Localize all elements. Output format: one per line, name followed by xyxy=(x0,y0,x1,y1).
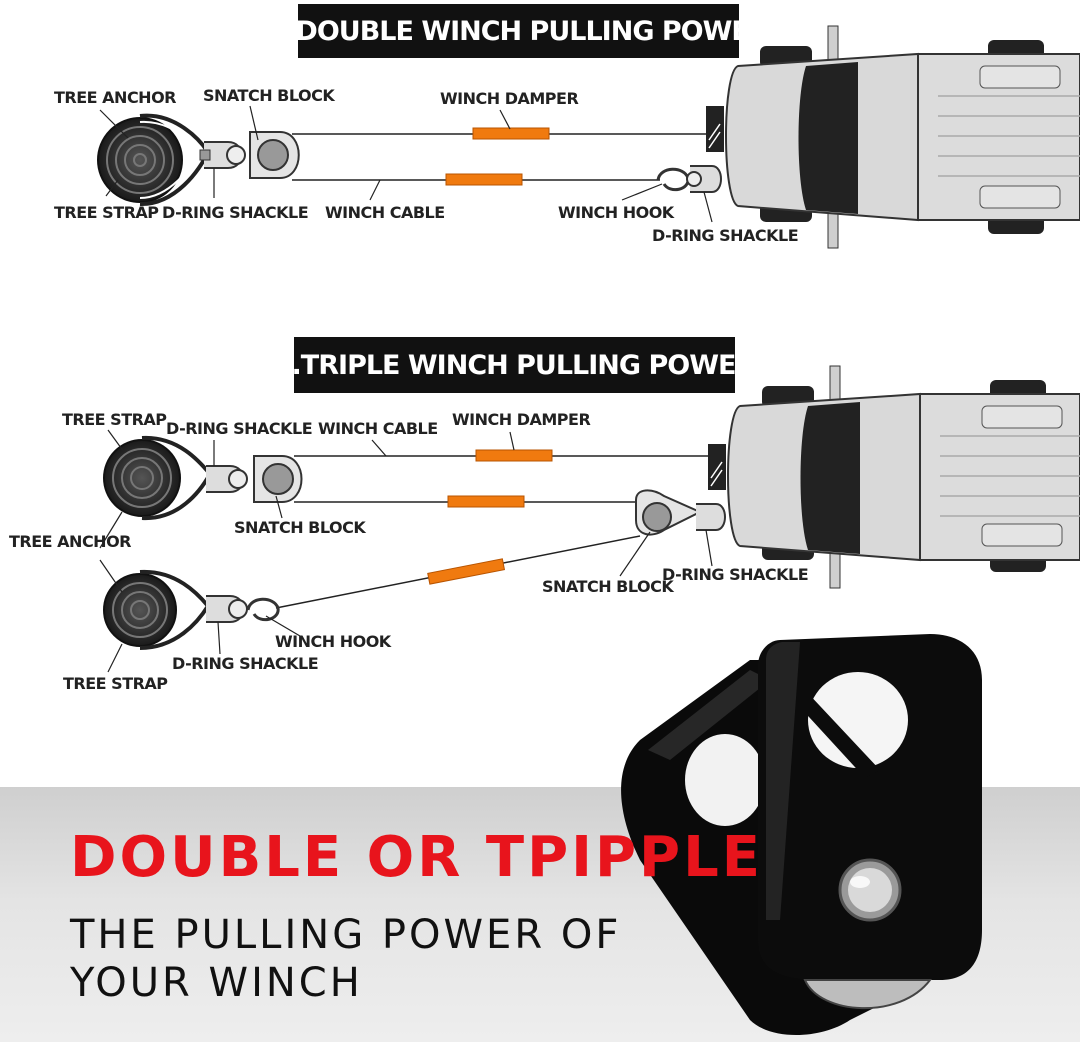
headline: DOUBLE OR TPIPPLE xyxy=(70,825,764,890)
truck-1 xyxy=(706,25,1080,249)
snatch-block-2-truck xyxy=(635,489,703,536)
leader-lines-2 xyxy=(99,429,713,673)
label-winch-damper-1: WINCH DAMPER xyxy=(440,89,579,108)
label-snatch-block-2-top: SNATCH BLOCK xyxy=(234,518,366,537)
tree-anchor-2-top xyxy=(103,439,181,517)
snatch-block-product-image xyxy=(621,634,982,1035)
tree-anchor-2-bottom xyxy=(103,573,177,647)
subheadline-line-1: THE PULLING POWER OF xyxy=(70,912,622,958)
label-winch-cable-2: WINCH CABLE xyxy=(318,419,438,438)
truck-2 xyxy=(708,365,1080,589)
tree-anchor-1 xyxy=(97,117,183,203)
winch-hook-2 xyxy=(246,597,280,622)
label-winch-damper-2: WINCH DAMPER xyxy=(452,410,591,429)
label-d-ring-shackle-2-truck: D-RING SHACKLE xyxy=(662,565,809,584)
label-d-ring-shackle-truck-1: D-RING SHACKLE xyxy=(652,226,799,245)
winch-damper-upper-1 xyxy=(472,127,550,140)
label-tree-strap-1: TREE STRAP xyxy=(54,203,159,222)
d-ring-shackle-2-top xyxy=(206,465,248,493)
winch-damper-upper-2 xyxy=(475,449,553,462)
label-winch-hook-1: WINCH HOOK xyxy=(558,203,674,222)
leader-lines-1 xyxy=(99,105,713,223)
d-ring-shackle-1 xyxy=(199,141,246,169)
section-title-triple: 2.TRIPLE WINCH PULLING POWER xyxy=(274,337,756,393)
winch-damper-middle-2 xyxy=(447,495,525,508)
d-ring-shackle-2-bottom xyxy=(206,595,248,623)
label-d-ring-shackle-2-top: D-RING SHACKLE xyxy=(166,419,313,438)
label-snatch-block-1: SNATCH BLOCK xyxy=(203,86,335,105)
snatch-block-1 xyxy=(249,131,300,179)
subheadline-line-2: YOUR WINCH xyxy=(70,960,363,1006)
d-ring-shackle-truck-1 xyxy=(686,165,722,193)
section-title-double: 1.DOUBLE WINCH PULLING POWER xyxy=(268,4,770,58)
label-tree-anchor-2: TREE ANCHOR xyxy=(9,532,132,551)
label-tree-strap-2-bottom: TREE STRAP xyxy=(63,674,168,693)
label-tree-anchor-1: TREE ANCHOR xyxy=(54,88,177,107)
label-winch-cable-1: WINCH CABLE xyxy=(325,203,445,222)
label-winch-hook-2: WINCH HOOK xyxy=(275,632,391,651)
label-snatch-block-2-truck: SNATCH BLOCK xyxy=(542,577,674,596)
snatch-block-2-top xyxy=(253,455,303,503)
label-d-ring-shackle-2-bottom: D-RING SHACKLE xyxy=(172,654,319,673)
label-d-ring-shackle-1: D-RING SHACKLE xyxy=(162,203,309,222)
winch-damper-lower-1 xyxy=(445,173,523,186)
d-ring-shackle-2-truck xyxy=(696,503,726,531)
winch-damper-lower-2 xyxy=(427,558,506,585)
winch-hook-1 xyxy=(656,167,690,192)
label-tree-strap-2-top: TREE STRAP xyxy=(62,410,167,429)
winch-rigging-diagram xyxy=(97,25,1080,673)
